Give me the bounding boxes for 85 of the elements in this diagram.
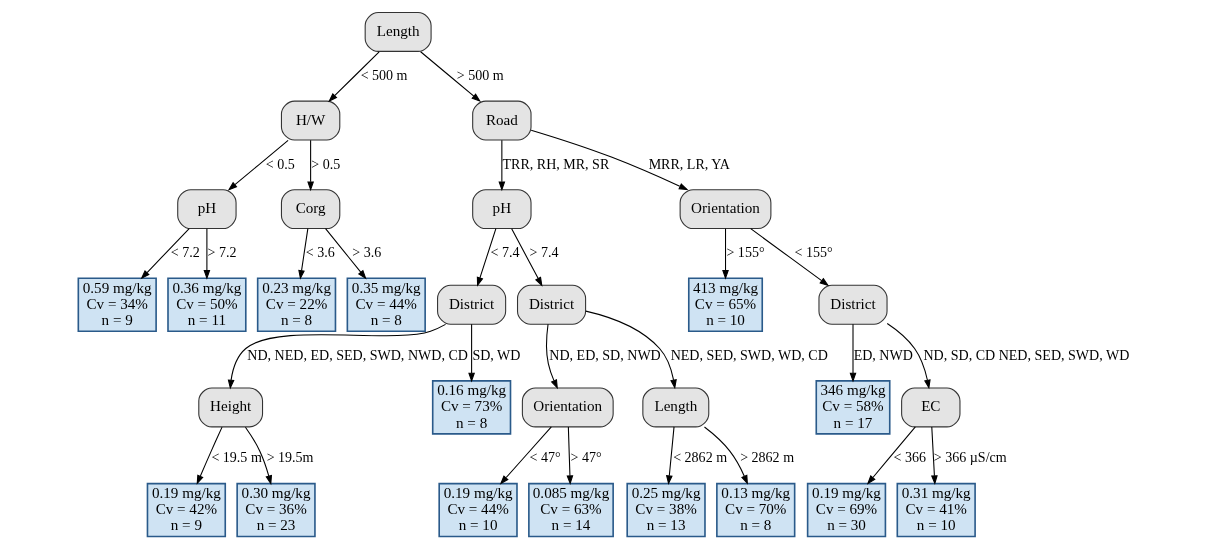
node-box: 346 mg/kg Cv = 58% n = 17: [814, 380, 891, 435]
arrow: [721, 228, 729, 280]
node-box: 0.13 mg/kg Cv = 70% n = 8: [715, 482, 795, 538]
edge-label: < 0.5: [265, 155, 295, 172]
node-box: H/W: [280, 100, 340, 141]
edge-label: MRR, LR, YA: [648, 155, 730, 172]
edge-label: < 2862 m: [672, 449, 727, 466]
edge-label: NED, SED, SWD, WD, CD: [670, 346, 828, 363]
node-box: pH: [471, 189, 532, 230]
node-box: 0.35 mg/kg Cv = 44% n = 8: [346, 277, 426, 333]
arrow: [665, 426, 675, 486]
edge-label: ND, NED, ED, SED, SWD, NWD, CD: [246, 346, 468, 363]
node-box: 0.23 mg/kg Cv = 22% n = 8: [256, 277, 336, 333]
node-box: 0.30 mg/kg Cv = 36% n = 23: [235, 482, 316, 538]
node-box: 0.25 mg/kg Cv = 38% n = 13: [625, 482, 706, 538]
edge-label: < 7.4: [490, 244, 520, 261]
node-box: 0.19 mg/kg Cv = 69% n = 30: [806, 482, 886, 538]
node-box: Orientation: [679, 189, 771, 230]
arrow: [930, 426, 938, 486]
arrow: [306, 139, 314, 192]
arrow: [327, 51, 380, 103]
arrow: [866, 426, 916, 485]
node-box: Corg: [280, 189, 340, 230]
node-box: 0.19 mg/kg Cv = 44% n = 10: [437, 482, 518, 538]
edge-label: > 0.5: [310, 155, 340, 172]
arrow: [530, 129, 689, 191]
arrow: [244, 426, 272, 486]
node-box: 0.19 mg/kg Cv = 42% n = 9: [146, 482, 226, 538]
edge-label: < 366: [892, 449, 926, 466]
arrow: [545, 323, 558, 390]
edge-label: < 500 m: [360, 66, 408, 83]
arrow: [196, 426, 223, 485]
edge-label: ED, NWD: [853, 346, 913, 363]
edge-label: > 500 m: [456, 66, 504, 83]
edge-label: < 19.5 m: [210, 449, 262, 466]
node-box: 0.31 mg/kg Cv = 41% n = 10: [896, 482, 976, 538]
node-box: pH: [176, 189, 237, 230]
node-box: Road: [471, 100, 532, 141]
edge-label: SD, WD: [471, 346, 520, 363]
arrow: [227, 323, 446, 390]
edge-label: > 2862 m: [739, 449, 794, 466]
edge-label: > 19.5m: [266, 449, 314, 466]
edge-label: TRR, RH, MR, SR: [501, 155, 609, 172]
edge-label: > 47°: [570, 449, 602, 466]
arrow: [203, 228, 210, 280]
arrow: [227, 139, 289, 191]
edge-label: > 7.2: [207, 244, 237, 261]
node-box: 0.59 mg/kg Cv = 34% n = 9: [77, 277, 157, 333]
arrow: [467, 323, 475, 383]
arrow: [499, 426, 552, 485]
arrow: [419, 51, 481, 103]
edge-label: > 155°: [725, 244, 765, 261]
node-box: District: [436, 284, 506, 325]
node-box: District: [516, 284, 586, 325]
edge-label: > 3.6: [351, 244, 381, 261]
arrow: [497, 139, 505, 192]
node-box: 0.36 mg/kg Cv = 50% n = 11: [166, 277, 247, 333]
arrow: [886, 322, 931, 390]
arrow: [324, 228, 367, 280]
edge-label: ND, ED, SD, NWD: [548, 346, 661, 363]
arrow: [476, 228, 496, 287]
node-box: EC: [900, 387, 960, 428]
node-box: 0.16 mg/kg Cv = 73% n = 8: [431, 380, 511, 435]
arrow: [584, 310, 677, 390]
edge-label: ND, SD, CD NED, SED, SWD, WD: [922, 346, 1129, 363]
node-box: Length: [364, 11, 432, 52]
edge-label: < 155°: [794, 244, 833, 261]
edge-label: < 7.2: [170, 244, 200, 261]
node-box: Height: [197, 387, 263, 428]
node-box: 0.085 mg/kg Cv = 63% n = 14: [527, 482, 614, 538]
arrow: [297, 228, 308, 280]
arrow: [566, 426, 573, 486]
node-box: Orientation: [521, 387, 614, 428]
arrow: [703, 426, 748, 485]
arrow: [140, 228, 190, 280]
edge-label: < 3.6: [305, 244, 335, 261]
node-box: Length: [641, 387, 709, 428]
arrow: [510, 228, 543, 287]
edge-label: > 366 µS/cm: [933, 449, 1007, 466]
arrow: [849, 323, 856, 383]
arrow: [749, 228, 829, 287]
edge-label: < 47°: [529, 449, 561, 466]
node-box: 413 mg/kg Cv = 65% n = 10: [687, 277, 763, 333]
edge-label: > 7.4: [529, 244, 558, 261]
node-box: District: [817, 284, 888, 325]
